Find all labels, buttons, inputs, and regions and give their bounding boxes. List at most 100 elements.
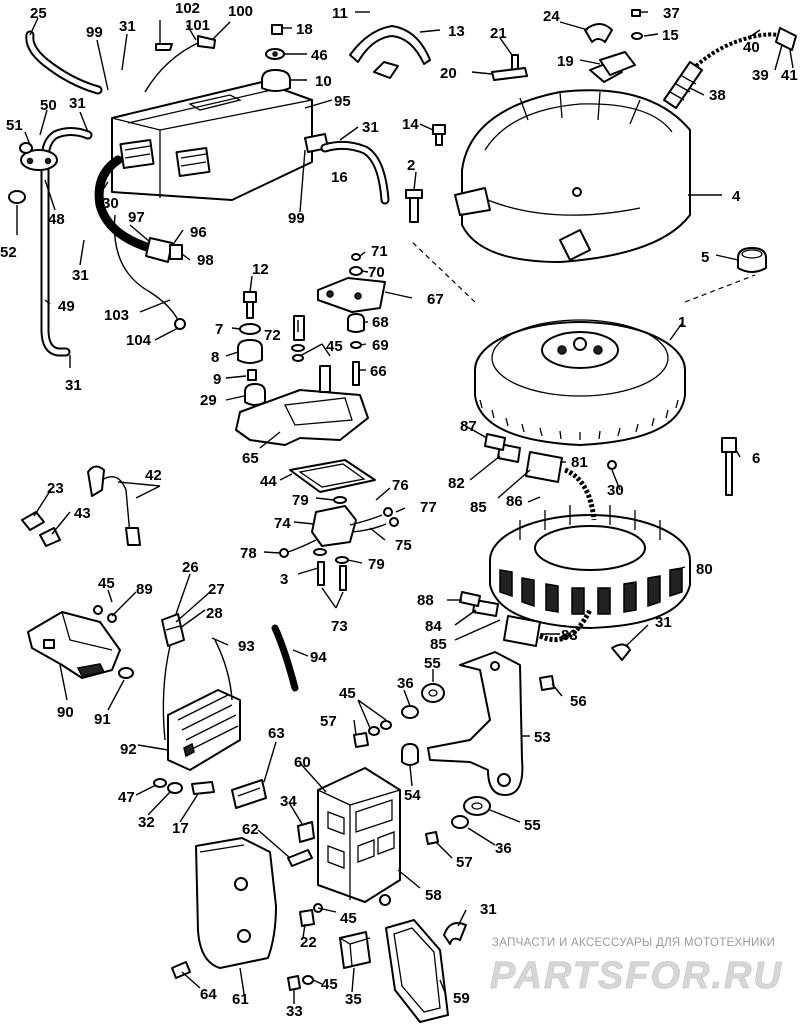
callout-82: 82 [448, 475, 465, 492]
callout-100: 100 [228, 3, 253, 20]
callout-77: 77 [420, 499, 437, 516]
hardware-55-36-57 [353, 675, 555, 845]
callout-22: 22 [300, 934, 317, 951]
callout-53: 53 [534, 729, 551, 746]
callout-31b: 31 [69, 95, 86, 112]
callout-16: 16 [331, 169, 348, 186]
callout-79b: 79 [368, 556, 385, 573]
regulator-92 [167, 639, 241, 771]
callout-103: 103 [104, 307, 129, 324]
callout-69: 69 [372, 337, 389, 354]
flywheel-cover-4 [454, 61, 691, 263]
callout-56: 56 [570, 693, 587, 710]
bushing-5 [737, 247, 767, 273]
connector-63 [231, 779, 315, 867]
callout-32: 32 [138, 814, 155, 831]
hose-94 [271, 624, 299, 692]
bracket-53 [427, 651, 524, 796]
hardware-top-right [405, 9, 643, 223]
callout-89: 89 [136, 581, 153, 598]
callout-57b: 57 [456, 854, 473, 871]
callout-87: 87 [460, 418, 477, 435]
module-74 [279, 496, 399, 591]
callout-29: 29 [200, 392, 217, 409]
callout-11: 11 [332, 5, 348, 22]
callout-10: 10 [315, 73, 332, 90]
callout-65: 65 [242, 450, 259, 467]
callout-98: 98 [197, 252, 214, 269]
watermark-caption: ЗАПЧАСТИ И АКСЕССУАРЫ ДЛЯ МОТОТЕХНИКИ [492, 937, 775, 949]
callout-31c: 31 [362, 119, 379, 136]
harness-97 [94, 35, 216, 330]
callout-37: 37 [663, 5, 680, 22]
callout-35: 35 [345, 991, 362, 1008]
callout-94: 94 [310, 649, 327, 666]
bracket-67 [317, 253, 386, 386]
callout-73: 73 [331, 618, 348, 635]
callout-34: 34 [280, 793, 297, 810]
watermark-brand: PARTSFOR.RU [490, 955, 783, 997]
stator-harness [459, 433, 631, 661]
callout-14: 14 [402, 116, 419, 133]
callout-75: 75 [395, 537, 412, 554]
callout-62: 62 [242, 821, 259, 838]
callout-19: 19 [557, 53, 574, 70]
callout-91: 91 [94, 711, 111, 728]
callout-28: 28 [206, 605, 223, 622]
callout-97: 97 [128, 209, 145, 226]
watermark: ЗАПЧАСТИ И АКСЕССУАРЫ ДЛЯ МОТОТЕХНИКИ PA… [490, 937, 783, 997]
callout-23: 23 [47, 480, 64, 497]
callout-72: 72 [264, 327, 281, 344]
callout-8: 8 [211, 349, 219, 366]
callout-51: 51 [6, 117, 23, 134]
callout-46: 46 [311, 47, 328, 64]
callout-2: 2 [407, 157, 415, 174]
coil-lead-38 [663, 27, 797, 109]
plate-65 [235, 365, 369, 446]
callout-45a: 45 [326, 338, 343, 355]
cover-61 [195, 837, 277, 969]
bolt-6 [721, 437, 737, 496]
callout-36a: 36 [397, 675, 414, 692]
hose-49-50 [8, 127, 93, 357]
hardware-47-32-17 [153, 778, 215, 795]
callout-59: 59 [453, 990, 470, 1007]
callout-42: 42 [145, 467, 162, 484]
callout-44: 44 [260, 473, 277, 490]
parts-artwork [8, 9, 797, 1023]
callout-49: 49 [58, 298, 75, 315]
callout-99a: 99 [86, 24, 103, 41]
callout-48: 48 [48, 211, 65, 228]
leader-lines [16, 11, 794, 1004]
callout-76: 76 [392, 477, 409, 494]
hardware-18-46-10 [261, 24, 291, 92]
callout-7: 7 [215, 321, 223, 338]
callout-6: 6 [752, 450, 760, 467]
callout-13: 13 [448, 23, 465, 40]
callout-71: 71 [371, 243, 388, 260]
callout-93: 93 [238, 638, 255, 655]
callout-31g: 31 [480, 901, 497, 918]
callout-45d: 45 [340, 910, 357, 927]
callout-79a: 79 [292, 492, 309, 509]
callout-5: 5 [701, 249, 709, 266]
callout-96: 96 [190, 224, 207, 241]
callout-90: 90 [57, 704, 74, 721]
callout-33: 33 [286, 1003, 303, 1020]
callout-67: 67 [427, 291, 444, 308]
callout-41: 41 [781, 67, 798, 84]
fuse-box-58-60 [313, 767, 401, 913]
callout-38: 38 [709, 87, 726, 104]
callout-4: 4 [732, 188, 741, 205]
callout-1: 1 [678, 314, 686, 331]
callout-85a: 85 [470, 499, 487, 516]
callout-9: 9 [213, 371, 221, 388]
callout-39: 39 [752, 67, 769, 84]
callout-92: 92 [120, 741, 137, 758]
callout-18: 18 [296, 21, 313, 38]
tie-strap-31 [443, 922, 467, 945]
callout-40: 40 [743, 39, 760, 56]
callout-31e: 31 [65, 377, 82, 394]
callout-31d: 31 [72, 267, 89, 284]
